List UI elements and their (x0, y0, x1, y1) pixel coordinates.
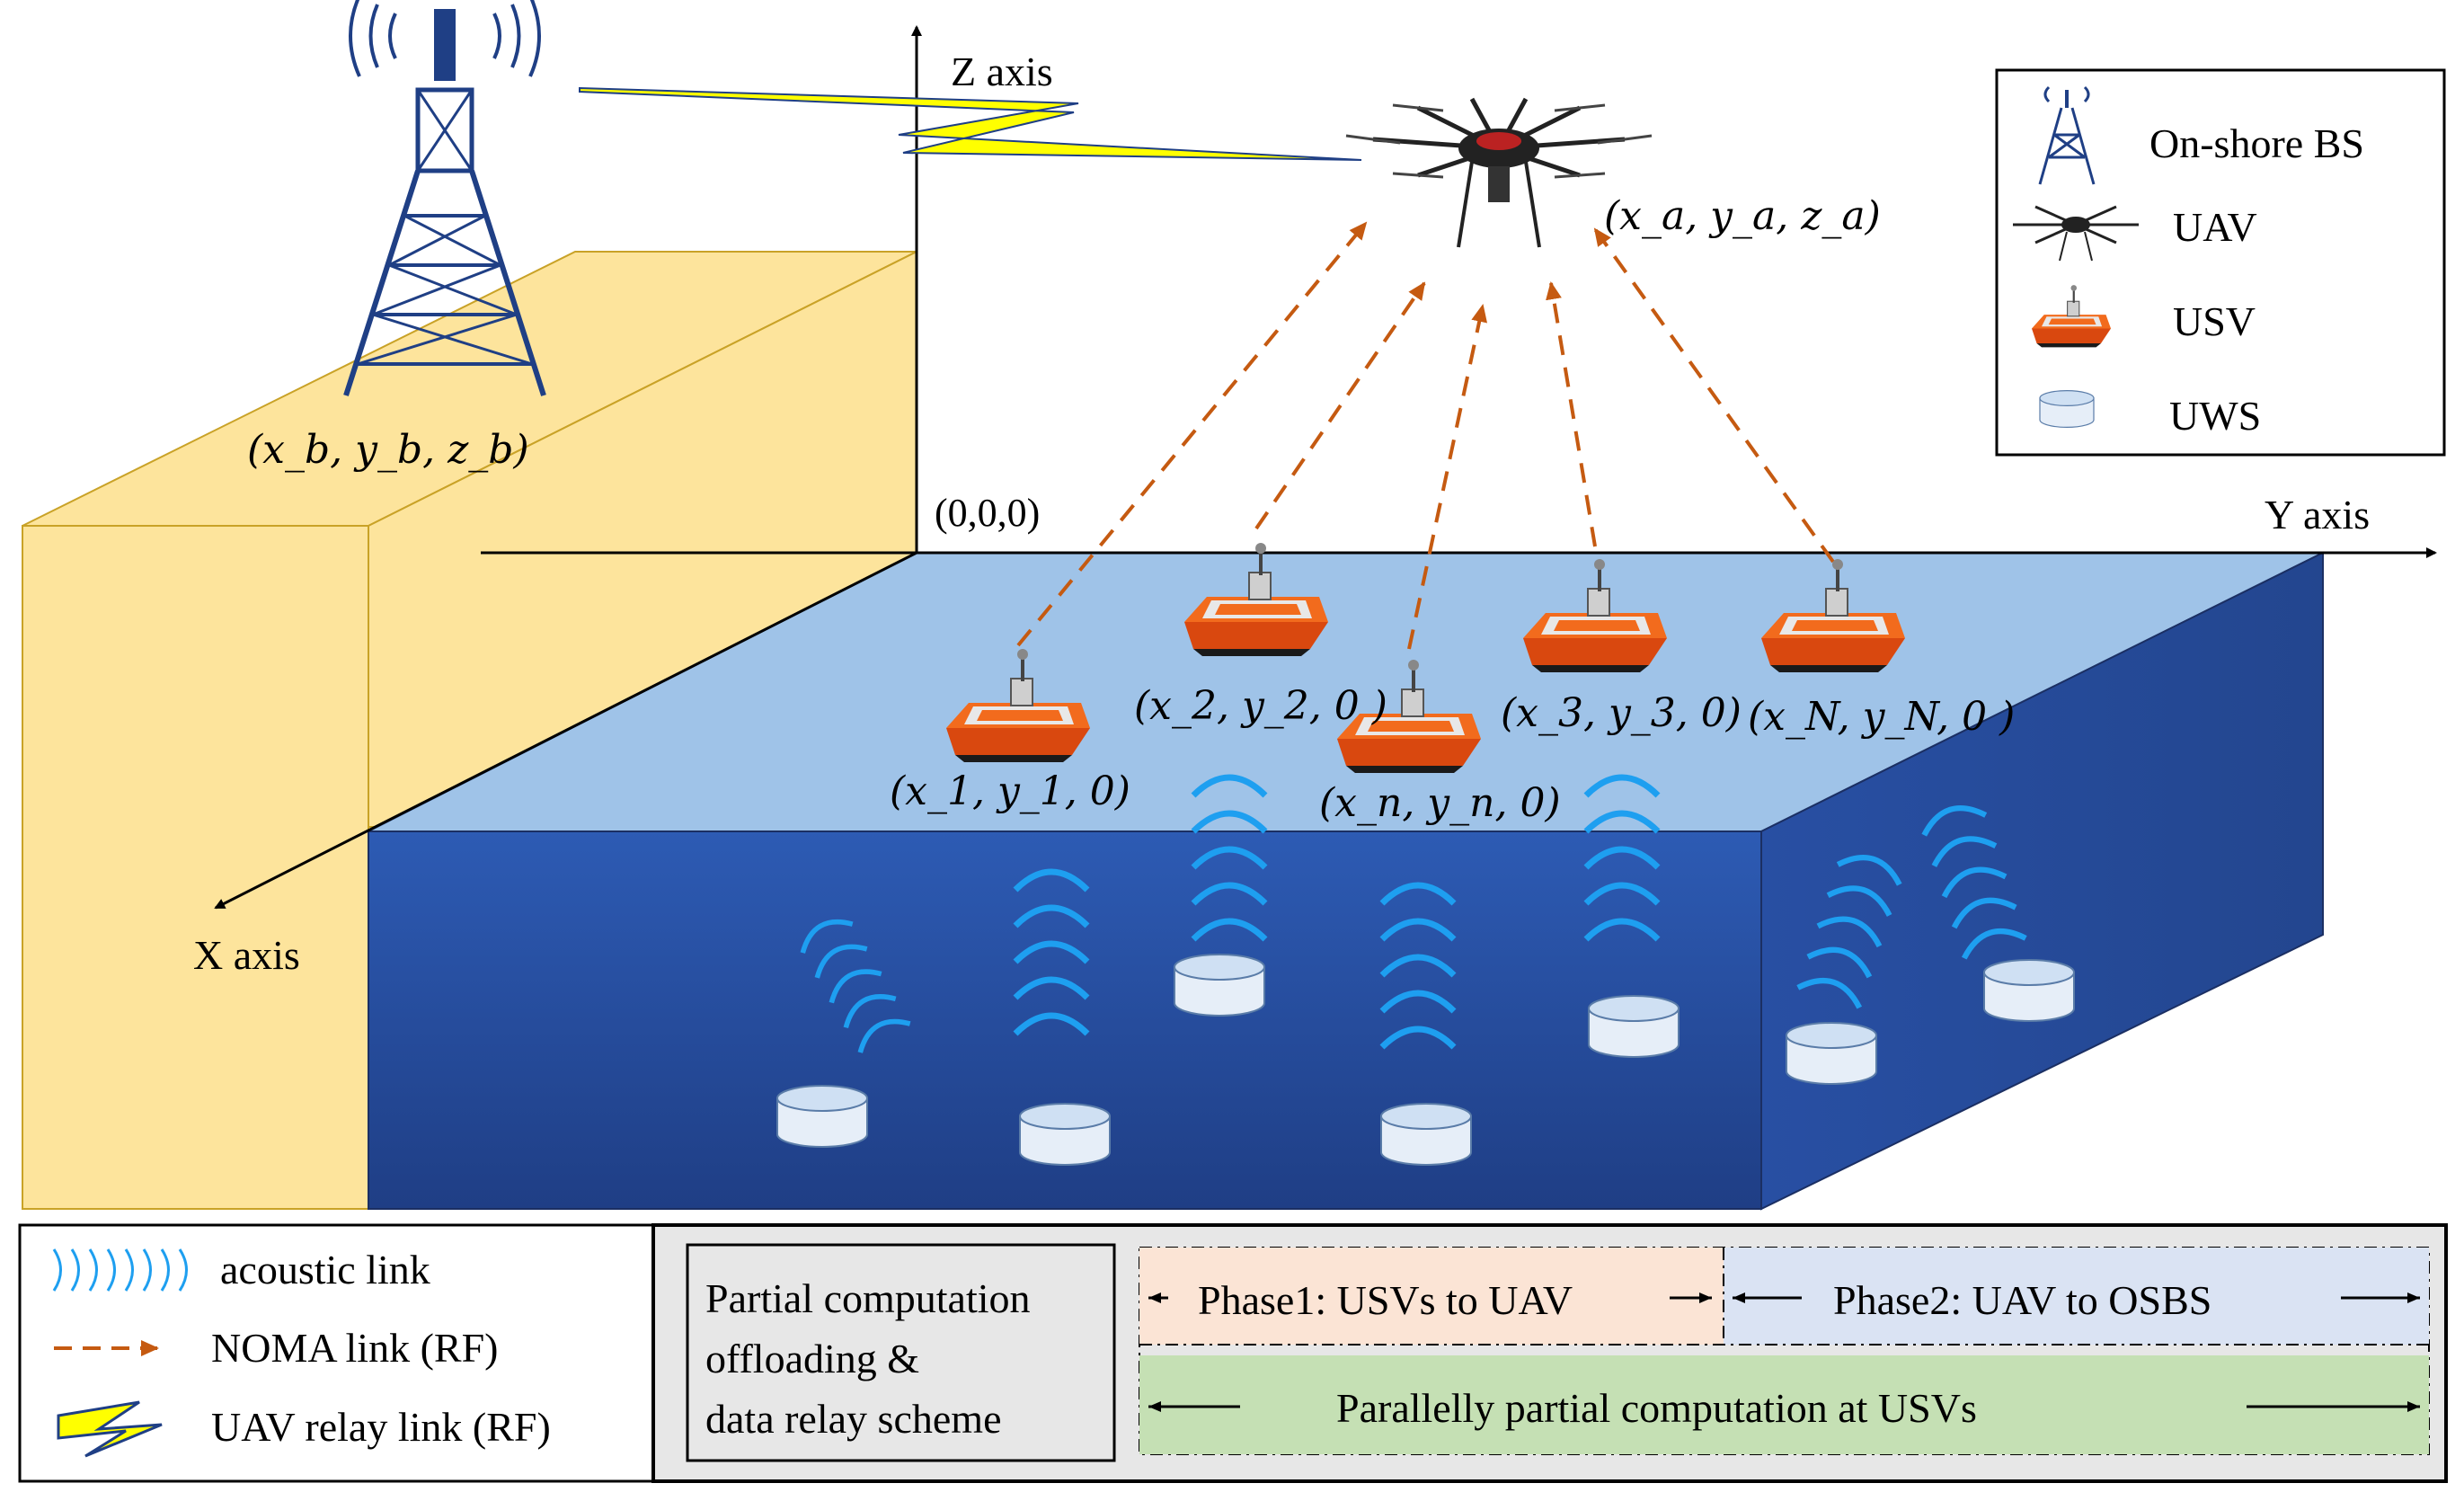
uav-coordinate: (x_a, y_a, z_a) (1604, 193, 1881, 239)
z-axis-label: Z axis (951, 49, 1053, 94)
legend-label-usv: USV (2173, 298, 2256, 344)
relay-link-label: UAV relay link (RF) (211, 1404, 551, 1450)
y-axis-label: Y axis (2265, 492, 2370, 537)
usv1-coordinate: (x_1, y_1, 0) (890, 768, 1130, 814)
usvN-coordinate: (x_N, y_N, 0 ) (1748, 694, 2015, 740)
bs-coordinate: (x_b, y_b, z_b) (247, 427, 529, 473)
legend-label-bs: On-shore BS (2149, 120, 2364, 166)
legend-label-uws: UWS (2169, 393, 2261, 439)
acoustic-link-icon (52, 1248, 188, 1292)
tower-icon (2038, 85, 2096, 185)
usv2-coordinate: (x_2, y_2, 0 ) (1134, 683, 1387, 729)
acoustic-link-label: acoustic link (220, 1247, 430, 1292)
node-legend: On-shore BS UAV USV UWS (1995, 68, 2446, 457)
parallel-box (1139, 1355, 2429, 1454)
legend-label-uav: UAV (2173, 204, 2257, 250)
scheme-panel: Partial computation offloading & data re… (651, 1223, 2448, 1483)
usv3-coordinate: (x_3, y_3, 0) (1501, 690, 1742, 736)
link-legend: acoustic link NOMA link (RF) UAV relay l… (18, 1223, 655, 1483)
scheme-title-line1: Partial computation (705, 1275, 1031, 1321)
drone-icon (2013, 205, 2139, 262)
coordinate-axes (214, 25, 2437, 910)
phase2-box (1724, 1248, 2429, 1345)
noma-links (1016, 221, 1835, 650)
relay-link-icon (57, 1400, 163, 1458)
uav-relay-link (579, 86, 1362, 161)
scheme-title-line2: offloading & (705, 1336, 919, 1381)
x-axis-label: X axis (193, 932, 300, 978)
scheme-title-line3: data relay scheme (705, 1396, 1001, 1442)
parallel-label: Parallelly partial computation at USVs (1336, 1385, 1977, 1431)
sensor-cylinder-icon (2039, 390, 2095, 428)
uav-drone (1345, 97, 1653, 248)
onshore-bs-tower (343, 0, 546, 396)
noma-link-label: NOMA link (RF) (211, 1325, 498, 1371)
usvn-coordinate: (x_n, y_n, 0) (1319, 780, 1561, 826)
origin-label: (0,0,0) (935, 491, 1040, 535)
phase1-box (1139, 1248, 1724, 1345)
phase2-label: Phase2: UAV to OSBS (1833, 1277, 2211, 1323)
phase1-label: Phase1: USVs to UAV (1198, 1277, 1573, 1323)
